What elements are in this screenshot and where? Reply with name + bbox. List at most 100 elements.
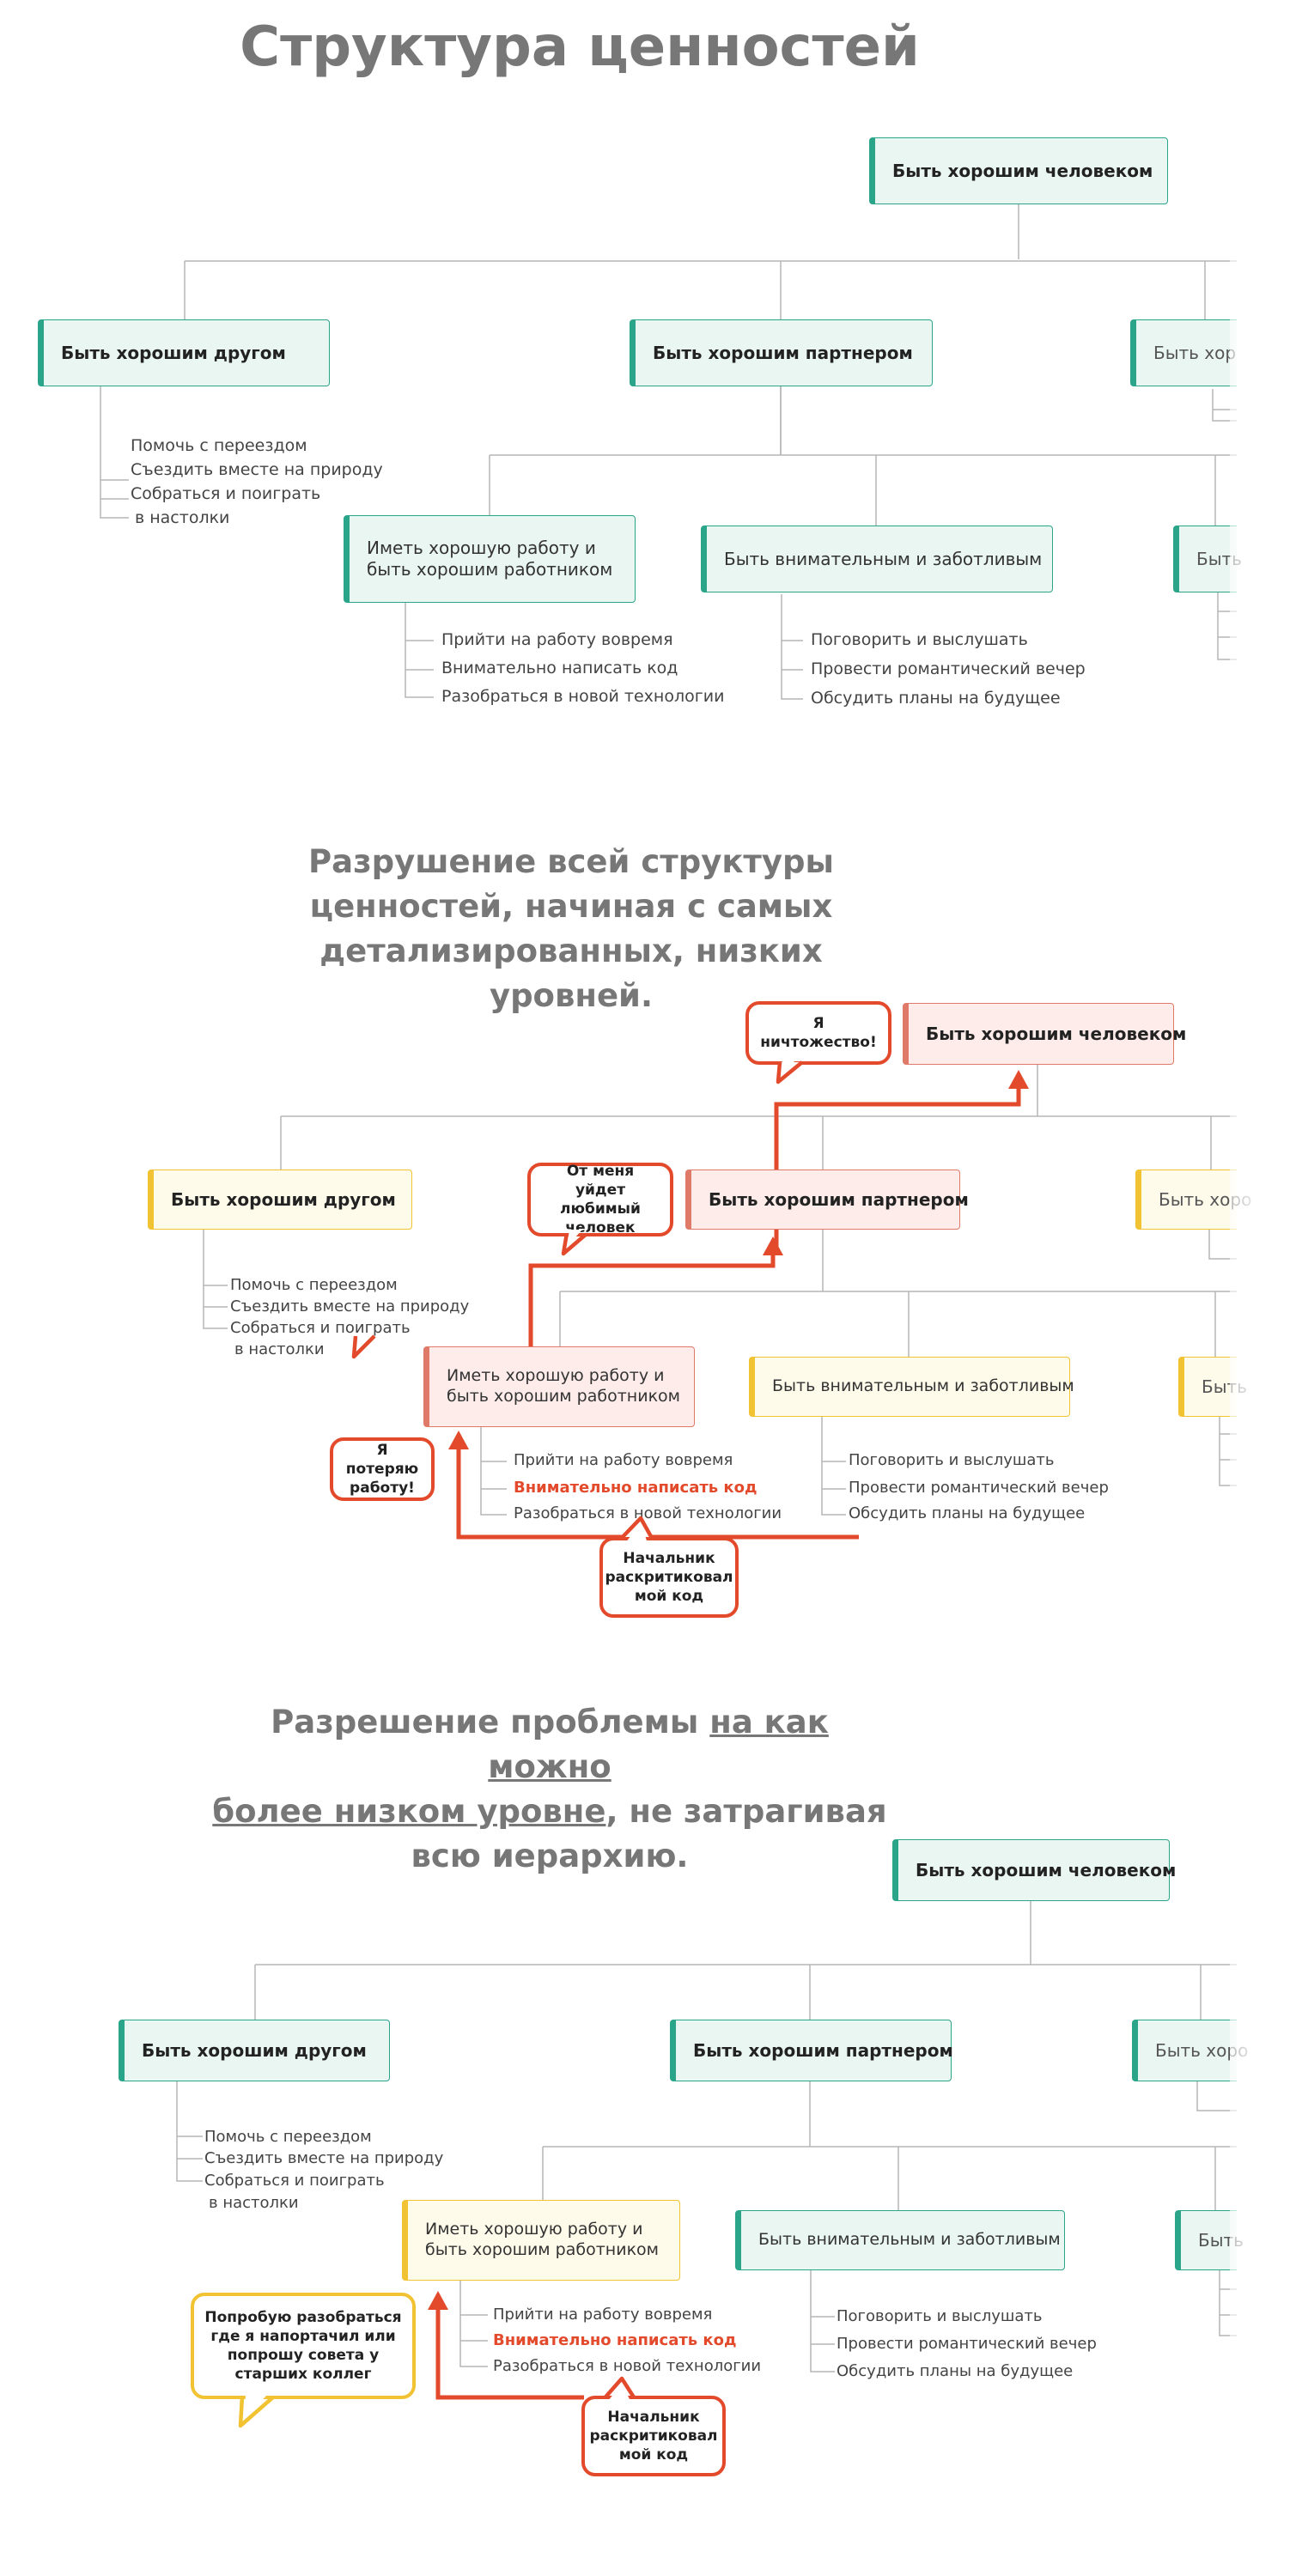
bubble-line: человек <box>565 1219 636 1237</box>
section-value-structure: Структура ценностей Быть хорошим человек… <box>0 0 1296 773</box>
bubble-line: раскритиковал <box>605 1568 733 1586</box>
list-item: Провести романтический вечер <box>811 659 1086 678</box>
bubble-line: любимый <box>560 1200 641 1218</box>
page-title: Структура ценностей <box>240 15 920 79</box>
node-good-job: Иметь хорошую работу и быть хорошим рабо… <box>423 1346 695 1427</box>
list-item: Прийти на работу вовремя <box>441 630 673 649</box>
node-good-job: Иметь хорошую работу и быть хорошим рабо… <box>402 2200 680 2281</box>
node-attentive: Быть внимательным и заботливым <box>735 2210 1065 2270</box>
list-item: Собраться и поиграть <box>204 2172 385 2190</box>
bubble-line: попрошу совета у <box>227 2347 380 2364</box>
node-good-friend: Быть хорошим другом <box>148 1170 412 1230</box>
bubble-line: мой код <box>634 1588 704 1606</box>
list-item-highlighted: Внимательно написать код <box>493 2331 737 2349</box>
node-good-friend: Быть хорошим другом <box>119 2020 390 2081</box>
node-line: быть хорошим работником <box>447 1387 681 1406</box>
list-item: Обсудить планы на будущее <box>849 1504 1086 1522</box>
list-item: в настолки <box>209 2194 299 2212</box>
bubble-tails-fill <box>245 2384 630 2418</box>
speech-bubble-try: Попробую разобраться где я напортачил ил… <box>191 2293 416 2399</box>
list-item: Помочь с переездом <box>230 1276 398 1294</box>
title-line: ценностей, начиная с самых <box>309 888 833 925</box>
node-good-person: Быть хорошим человеком <box>892 1839 1176 1901</box>
bubble-line: старших коллег <box>234 2366 372 2384</box>
list-item: в настолки <box>135 508 230 527</box>
list-item: Обсудить планы на будущее <box>837 2362 1074 2380</box>
tree-connectors <box>176 1899 1237 2400</box>
title-underlined: более низком уровне <box>212 1793 606 1830</box>
section-title: Разрешение проблемы на как можно более н… <box>206 1700 893 1879</box>
bubble-line: где я напортачил или <box>210 2327 396 2345</box>
list-item: Внимательно написать код <box>441 659 678 677</box>
tree-connectors <box>100 204 1237 700</box>
list-item: Разобраться в новой технологии <box>514 1504 782 1522</box>
speech-bubble-lose-job: Я потеряю работу! <box>330 1437 435 1501</box>
node-good-job: Иметь хорошую работу и быть хорошим рабо… <box>344 515 636 603</box>
title-line: Разрешение проблемы на как можно <box>206 1700 893 1789</box>
list-item: Собраться и поиграть <box>230 1319 411 1337</box>
bubble-line: Попробую разобраться <box>204 2308 402 2326</box>
title-line: более низком уровне, не затрагивая <box>206 1789 893 1834</box>
node-line: Иметь хорошую работу и <box>367 538 596 558</box>
list-item: Съездить вместе на природу <box>230 1297 470 1315</box>
node-fourth-partial: Быть <box>1173 526 1242 592</box>
speech-bubble-leave: От меня уйдет любимый человек <box>527 1163 673 1236</box>
list-item: Поговорить и выслушать <box>849 1451 1055 1469</box>
title-line: детализированных, низких уровней. <box>319 933 823 1014</box>
list-item: Съездить вместе на природу <box>131 460 383 479</box>
bubble-line: раскритиковал <box>589 2427 718 2445</box>
list-item-highlighted: Внимательно написать код <box>514 1479 758 1497</box>
bubble-line: Я потеряю <box>345 1441 419 1478</box>
list-item: в настолки <box>234 1340 325 1358</box>
bubble-line: мой код <box>618 2446 689 2464</box>
bubble-tails-fill <box>357 1059 797 1543</box>
node-line: быть хорошим работником <box>367 559 613 580</box>
list-item: Прийти на работу вовремя <box>514 1451 733 1469</box>
node-good-person: Быть хорошим человеком <box>869 137 1168 204</box>
node-good-partner: Быть хорошим партнером <box>685 1170 969 1230</box>
node-good-partner: Быть хорошим партнером <box>630 319 933 386</box>
bubble-line: От меня уйдет <box>566 1162 635 1199</box>
node-fourth-partial: Быть <box>1178 1357 1247 1417</box>
list-item: Собраться и поиграть <box>131 484 321 503</box>
speech-bubble-nothing: Я ничтожество! <box>745 1001 891 1065</box>
node-line: Иметь хорошую работу и <box>425 2220 643 2239</box>
node-third-partial: Быть хоро <box>1135 1170 1251 1230</box>
bubble-line: Начальник <box>623 1549 715 1567</box>
node-line: Иметь хорошую работу и <box>447 1366 665 1386</box>
list-item: Разобраться в новой технологии <box>493 2357 762 2375</box>
node-good-person: Быть хорошим человеком <box>903 1003 1186 1065</box>
node-third-partial: Быть хоро <box>1132 2020 1248 2081</box>
edge-fade <box>1230 0 1296 773</box>
list-item: Поговорить и выслушать <box>837 2307 1043 2325</box>
list-item: Обсудить планы на будущее <box>811 689 1061 708</box>
node-attentive: Быть внимательным и заботливым <box>749 1357 1074 1417</box>
list-item: Разобраться в новой технологии <box>441 687 725 706</box>
speech-bubble-boss: Начальник раскритиковал мой код <box>581 2396 726 2476</box>
title-underlined: на как можно <box>488 1704 829 1785</box>
speech-bubble-boss: Начальник раскритиковал мой код <box>599 1537 739 1618</box>
list-item: Провести романтический вечер <box>837 2335 1097 2353</box>
list-item: Съездить вместе на природу <box>204 2149 444 2167</box>
list-item: Прийти на работу вовремя <box>493 2306 713 2324</box>
edge-fade <box>1230 773 1296 1674</box>
list-item: Помочь с переездом <box>204 2128 372 2146</box>
edge-fade <box>1230 1674 1296 2576</box>
title-fragment: Разрешение проблемы <box>271 1704 710 1741</box>
node-third-partial: Быть хор <box>1130 319 1237 386</box>
list-item: Помочь с переездом <box>131 436 307 455</box>
section-resolve: Разрешение проблемы на как можно более н… <box>0 1674 1296 2576</box>
list-item: Провести романтический вечер <box>849 1479 1109 1497</box>
section-title: Разрушение всей структуры ценностей, нач… <box>249 840 893 1018</box>
tree-connectors <box>203 1065 1237 1540</box>
section-collapse: Разрушение всей структуры ценностей, нач… <box>0 773 1296 1674</box>
list-item: Поговорить и выслушать <box>811 630 1028 649</box>
title-fragment: , не затрагивая <box>605 1793 887 1830</box>
bubble-line: Начальник <box>607 2408 700 2426</box>
title-line: всю иерархию. <box>411 1838 689 1874</box>
bubble-line: работу! <box>350 1479 415 1498</box>
node-attentive: Быть внимательным и заботливым <box>701 526 1053 592</box>
node-line: быть хорошим работником <box>425 2240 660 2259</box>
node-good-friend: Быть хорошим другом <box>38 319 330 386</box>
node-good-partner: Быть хорошим партнером <box>670 2020 953 2081</box>
